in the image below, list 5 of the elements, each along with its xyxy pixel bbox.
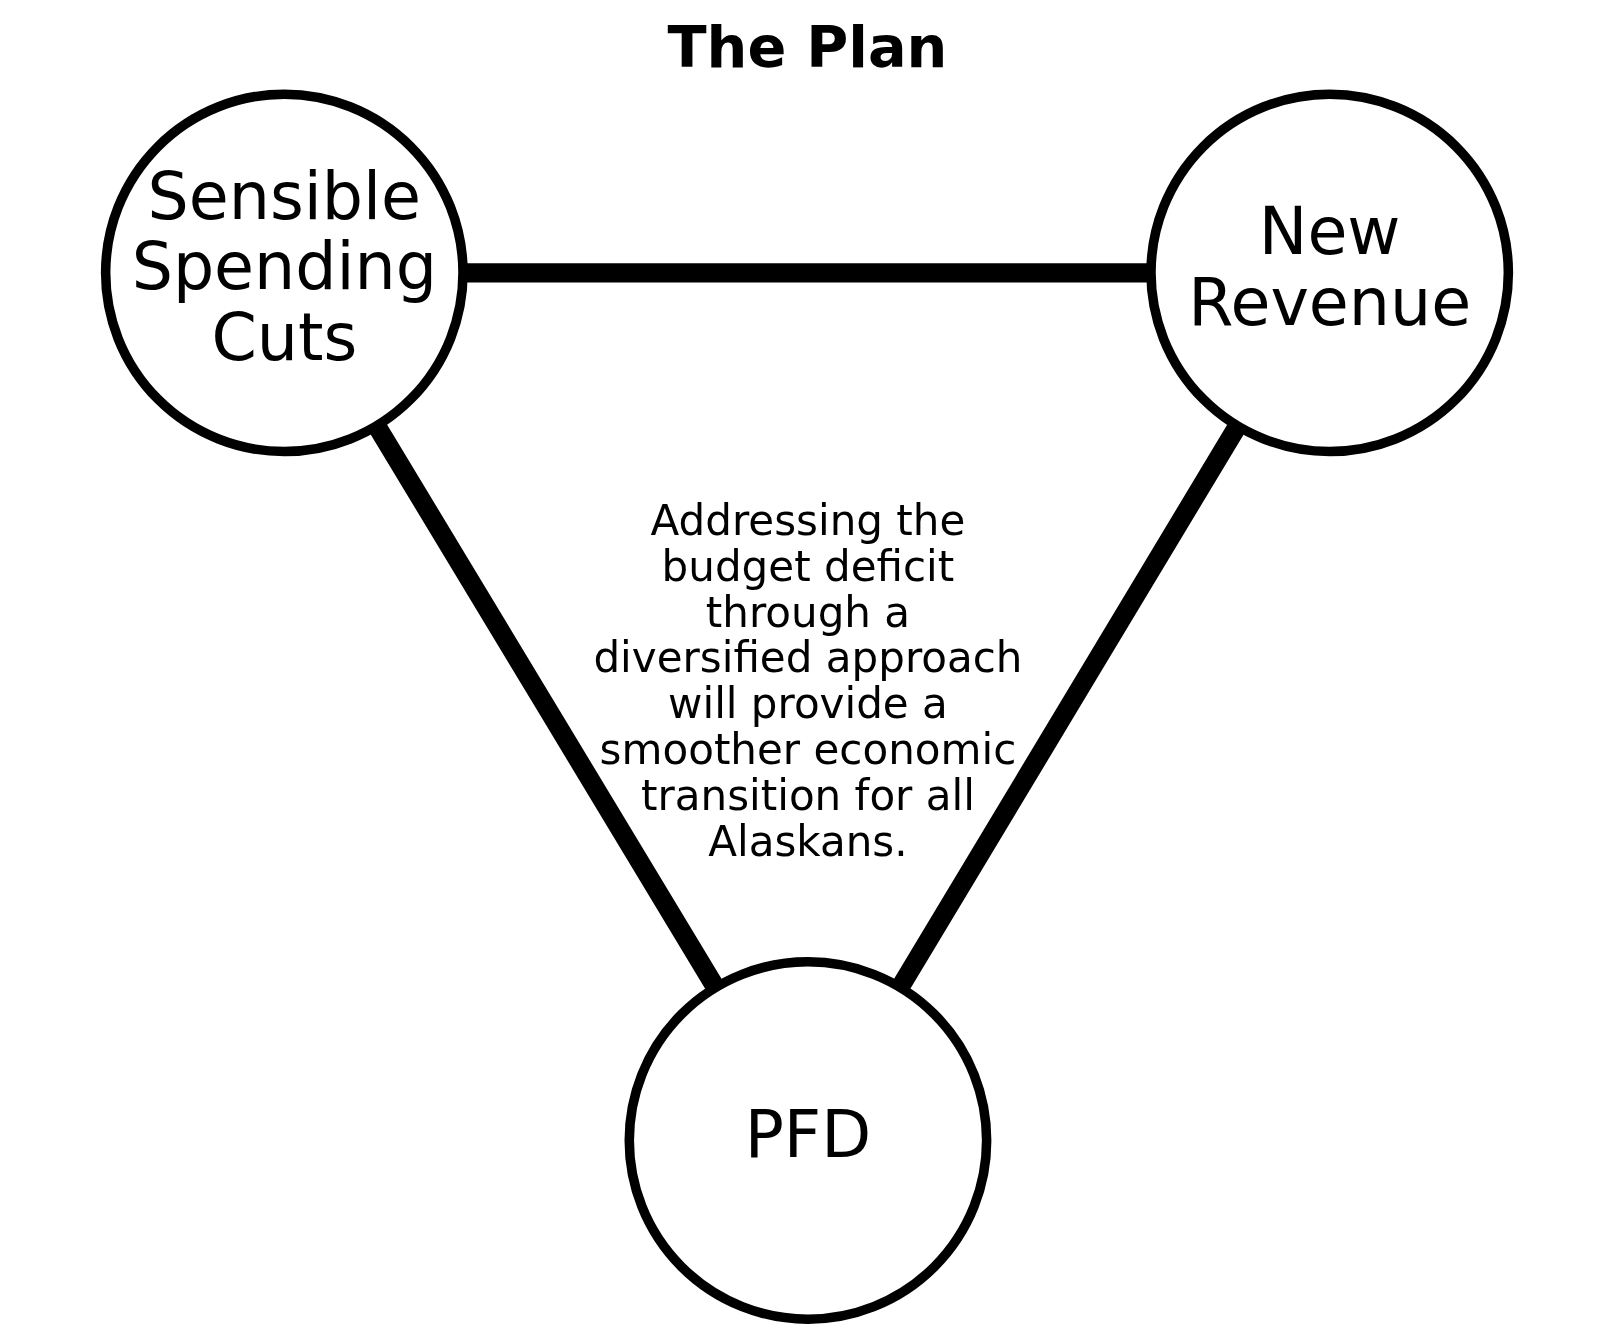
node-circle: New Revenue — [1145, 89, 1513, 457]
diagram-title: The Plan — [666, 14, 947, 82]
node-circle: Sensible Spending Cuts — [100, 89, 468, 457]
label: Addressing the budget deficit through a diversified approach will provide a smoother economic transition for all Alaskans. — [592, 495, 1022, 866]
node-circle: PFD — [624, 957, 991, 1324]
